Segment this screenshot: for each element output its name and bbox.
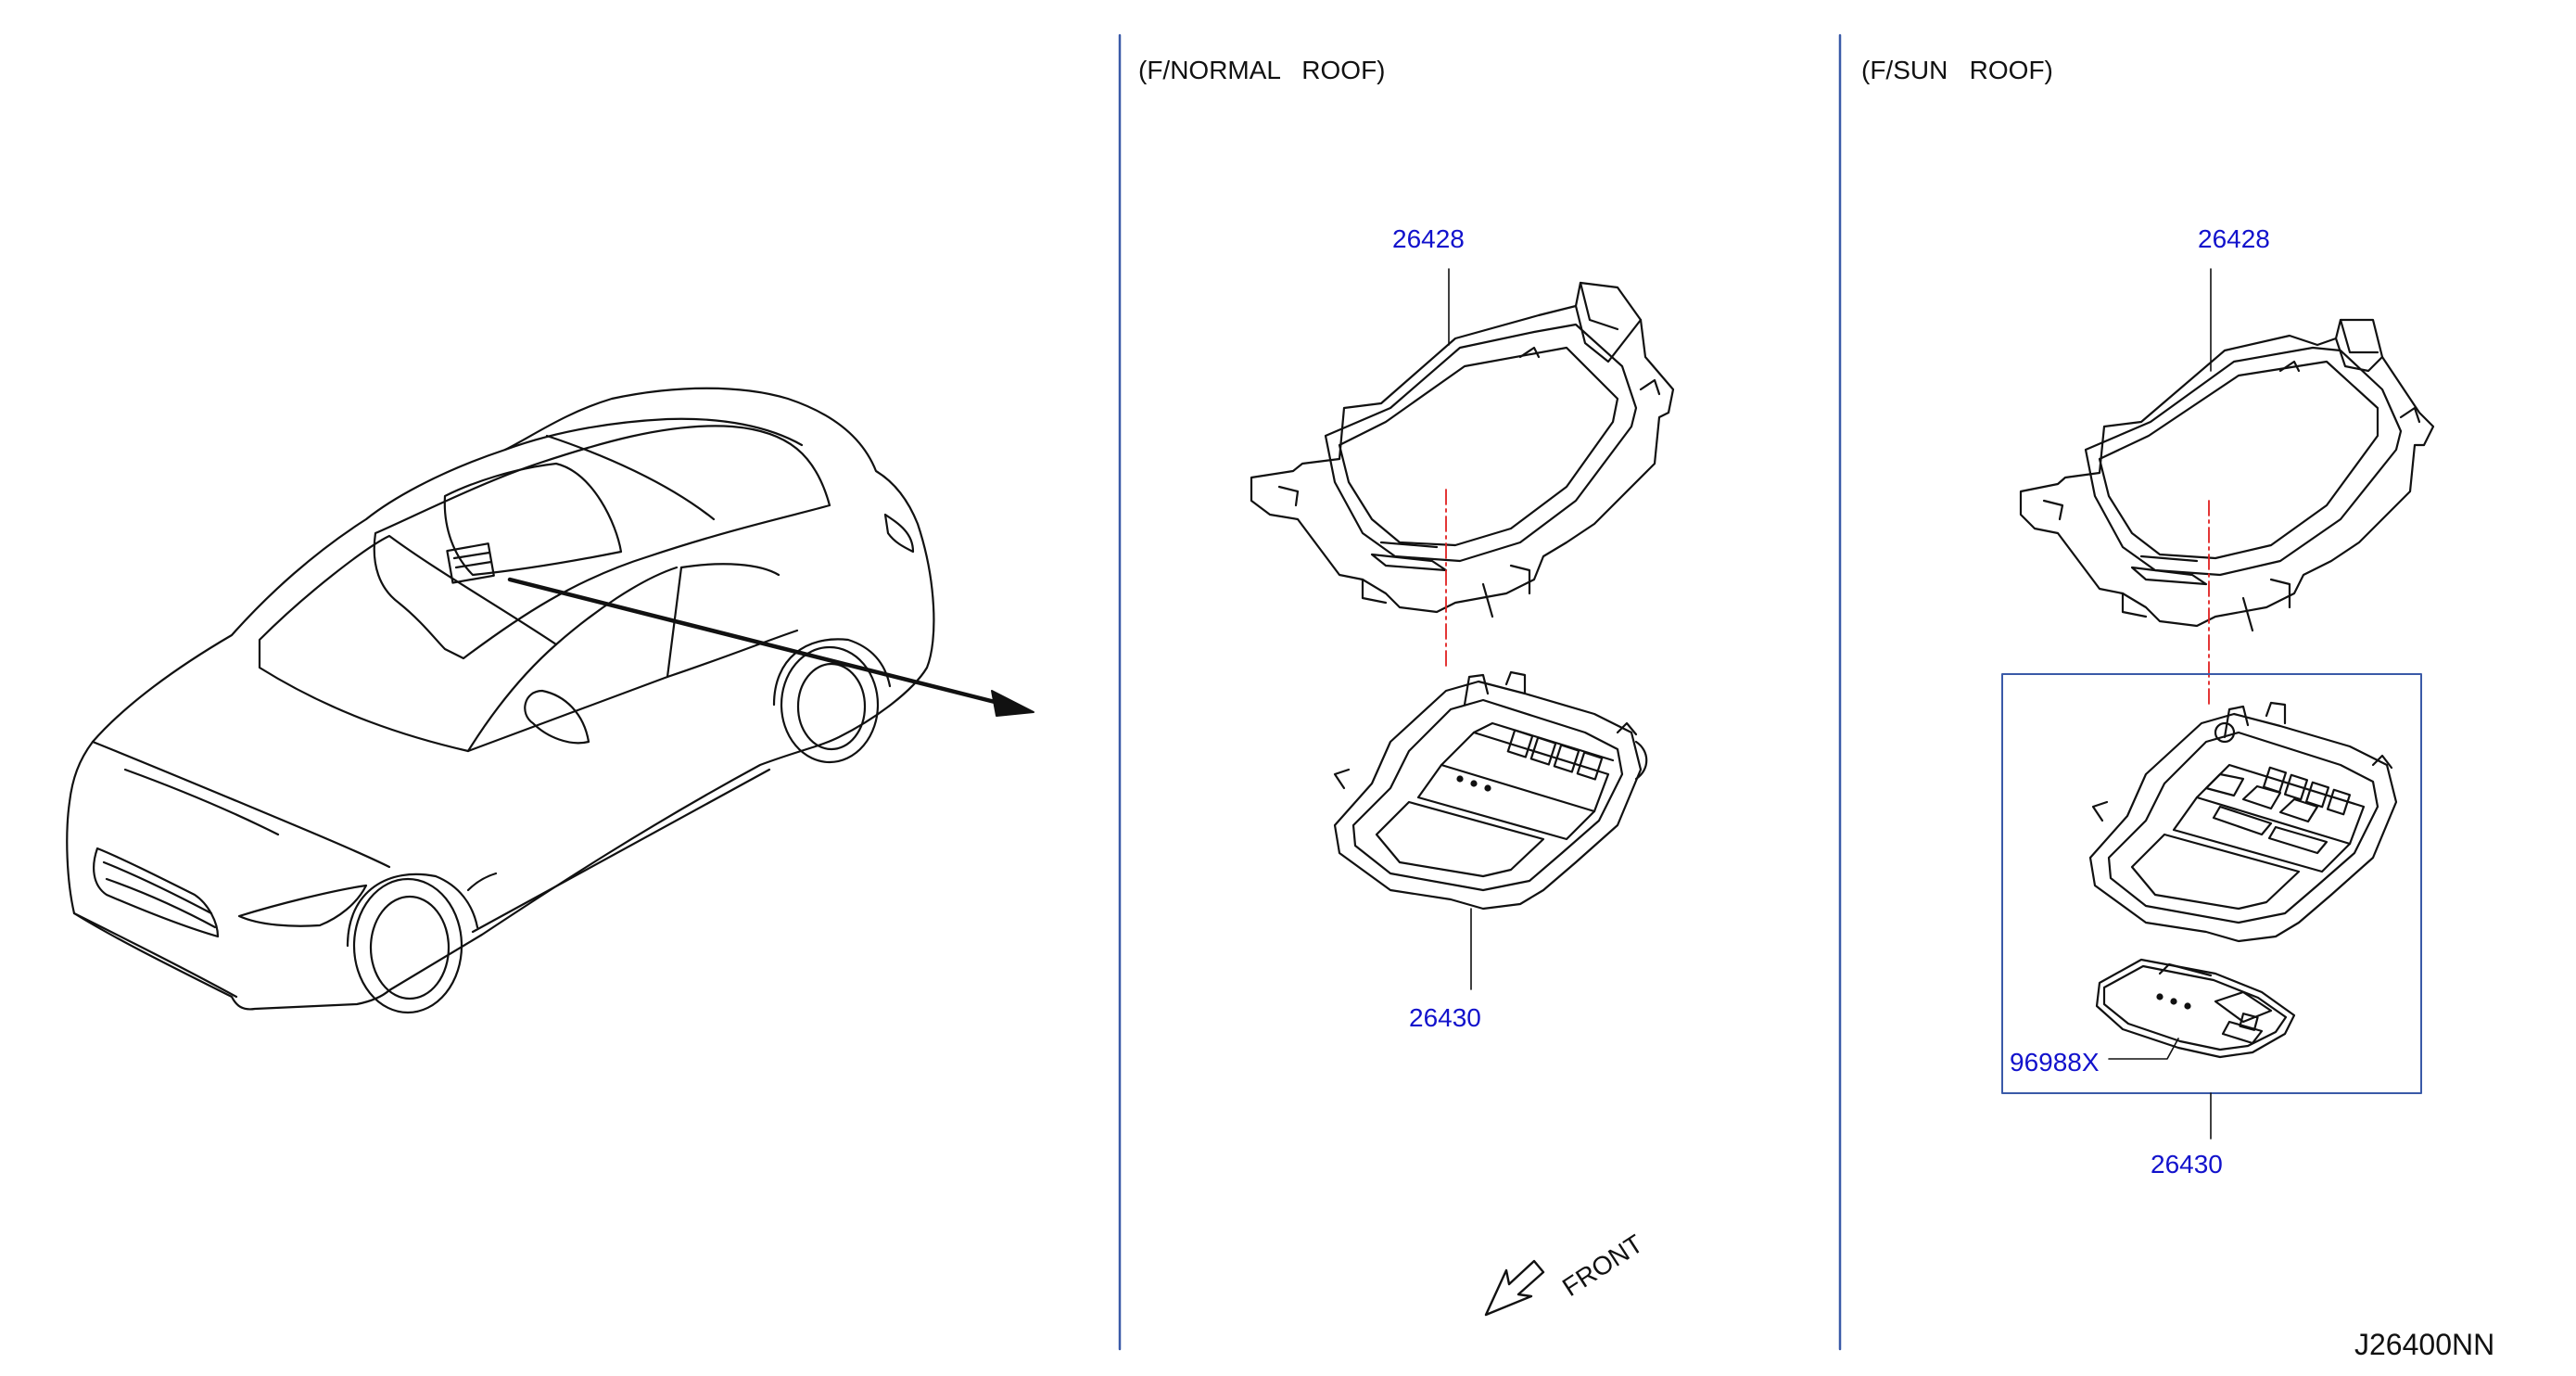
bracket-sun-roof bbox=[2019, 318, 2435, 632]
normal-roof-assembly bbox=[1250, 268, 1675, 1317]
part-number-26430-sun[interactable]: 26430 bbox=[2151, 1150, 2223, 1179]
part-number-26428-sun[interactable]: 26428 bbox=[2198, 224, 2270, 253]
diagram-code: J26400NN bbox=[2354, 1328, 2495, 1361]
front-direction-arrow bbox=[1484, 1259, 1545, 1317]
overhead-console-sun-roof bbox=[2088, 701, 2398, 943]
part-number-26430-normal[interactable]: 26430 bbox=[1409, 1003, 1481, 1032]
bracket-normal-roof bbox=[1250, 281, 1675, 618]
panel-title-normal-roof: (F/NORMAL ROOF) bbox=[1138, 56, 1386, 84]
part-number-26428-normal[interactable]: 26428 bbox=[1392, 224, 1465, 253]
vehicle-illustration bbox=[66, 387, 1034, 1014]
part-number-96988x[interactable]: 96988X bbox=[2010, 1048, 2100, 1077]
console-assembly-box bbox=[2001, 673, 2422, 1094]
sun-roof-assembly bbox=[2001, 268, 2435, 1140]
overhead-console-normal-roof bbox=[1333, 670, 1648, 911]
sunroof-switch-96988x bbox=[2095, 958, 2296, 1059]
panel-title-sun-roof: (F/SUN ROOF) bbox=[1861, 56, 2053, 84]
